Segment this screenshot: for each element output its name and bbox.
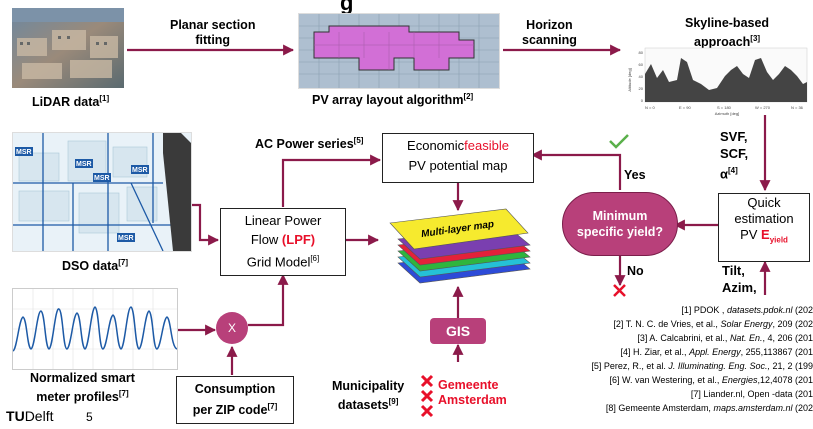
reference-item: [8] Gemeente Amsterdam, maps.amsterdam.n… bbox=[605, 403, 813, 413]
msr-tag: MSR bbox=[76, 161, 92, 168]
msr-tag: MSR bbox=[132, 167, 148, 174]
skyline-ylabel: Altitude [deg] bbox=[627, 68, 632, 91]
economic-feasible-box: Economicfeasible PV potential map bbox=[382, 133, 534, 183]
skyline-ytick: 60 bbox=[639, 62, 644, 67]
reference-item: [5] Perez, R., et al. J. Illuminating. E… bbox=[591, 361, 813, 371]
municipality-label: Municipality datasets[9] bbox=[332, 379, 405, 413]
title-fragment: g bbox=[340, 0, 354, 15]
skyline-label: Skyline-based approach[3] bbox=[685, 16, 770, 50]
pv-layout-label: PV array layout algorithm[2] bbox=[312, 92, 474, 108]
skyline-ytick: 40 bbox=[639, 74, 644, 79]
skyline-chart: Altitude [deg] 80 60 40 20 0 N = 0 E = 9… bbox=[627, 44, 809, 116]
dso-image: MSR MSR MSR MSR MSR bbox=[12, 132, 192, 252]
skyline-ytick: 0 bbox=[641, 98, 644, 103]
tudelft-logo: TUDelft bbox=[6, 408, 54, 424]
references: [1] PDOK , datasets.pdok.nl (202 [2] T. … bbox=[500, 305, 813, 425]
svf-label: SVF, SCF, α[4] bbox=[720, 129, 749, 182]
reference-item: [4] H. Ziar, et al., Appl. Energy, 255,1… bbox=[620, 347, 813, 357]
arrow-decision-yes bbox=[530, 149, 622, 190]
arrow-dso-to-lpf bbox=[190, 203, 220, 246]
reference-item: [2] T. N. C. de Vries, et al., Solar Ene… bbox=[613, 319, 813, 329]
msr-tag: MSR bbox=[94, 175, 110, 182]
yes-label: Yes bbox=[624, 168, 646, 182]
consumption-box: Consumption per ZIP code[7] bbox=[176, 376, 294, 424]
gis-box: GIS bbox=[430, 318, 486, 344]
skyline-xtick: E = 90 bbox=[679, 105, 691, 110]
msr-tag: MSR bbox=[16, 149, 32, 156]
dso-label: DSO data[7] bbox=[62, 258, 129, 274]
lidar-label: LiDAR data[1] bbox=[32, 94, 110, 110]
skyline-xtick: N = 36 bbox=[791, 105, 804, 110]
quick-estimation-box: Quick estimation PV Eyield bbox=[718, 193, 810, 262]
reference-item: [7] Liander.nl, Open -data (201 bbox=[690, 389, 813, 399]
lidar-image bbox=[12, 8, 124, 88]
check-icon bbox=[608, 133, 630, 154]
msr-tag: MSR bbox=[118, 235, 134, 242]
page-number: 5 bbox=[86, 410, 93, 424]
multi-layer-map: Multi-layer map bbox=[380, 205, 540, 295]
skyline-xtick: W = 270 bbox=[755, 105, 771, 110]
skyline-xtick: S = 180 bbox=[717, 105, 732, 110]
smart-meter-chart bbox=[12, 288, 178, 370]
pv-layout-image bbox=[298, 13, 500, 89]
skyline-ytick: 80 bbox=[639, 50, 644, 55]
reference-item: [6] W. van Westering, et al., Energies,1… bbox=[609, 375, 813, 385]
skyline-xtick: N = 0 bbox=[645, 105, 655, 110]
skyline-xlabel: Azimuth [deg] bbox=[715, 111, 739, 116]
arrow-multiply-to-lpf bbox=[248, 273, 289, 327]
cross-icon bbox=[613, 284, 626, 302]
smart-meter-label: Normalized smart meter profiles[7] bbox=[30, 371, 135, 405]
multiply-node: X bbox=[216, 312, 248, 344]
reference-item: [3] A. Calcabrini, et al., Nat. En., 4, … bbox=[637, 333, 813, 343]
skyline-ytick: 20 bbox=[639, 86, 644, 91]
ac-power-label: AC Power series[5] bbox=[255, 136, 364, 152]
lpf-grid-model-box: Linear Power Flow (LPF) Grid Model[6] bbox=[220, 208, 346, 276]
no-label: No bbox=[627, 264, 644, 278]
arrow-lpf-to-economic bbox=[281, 154, 382, 207]
reference-item: [1] PDOK , datasets.pdok.nl (202 bbox=[681, 305, 813, 315]
tilt-label: Tilt,Azim, bbox=[722, 263, 757, 295]
amsterdam-logo bbox=[420, 372, 434, 425]
